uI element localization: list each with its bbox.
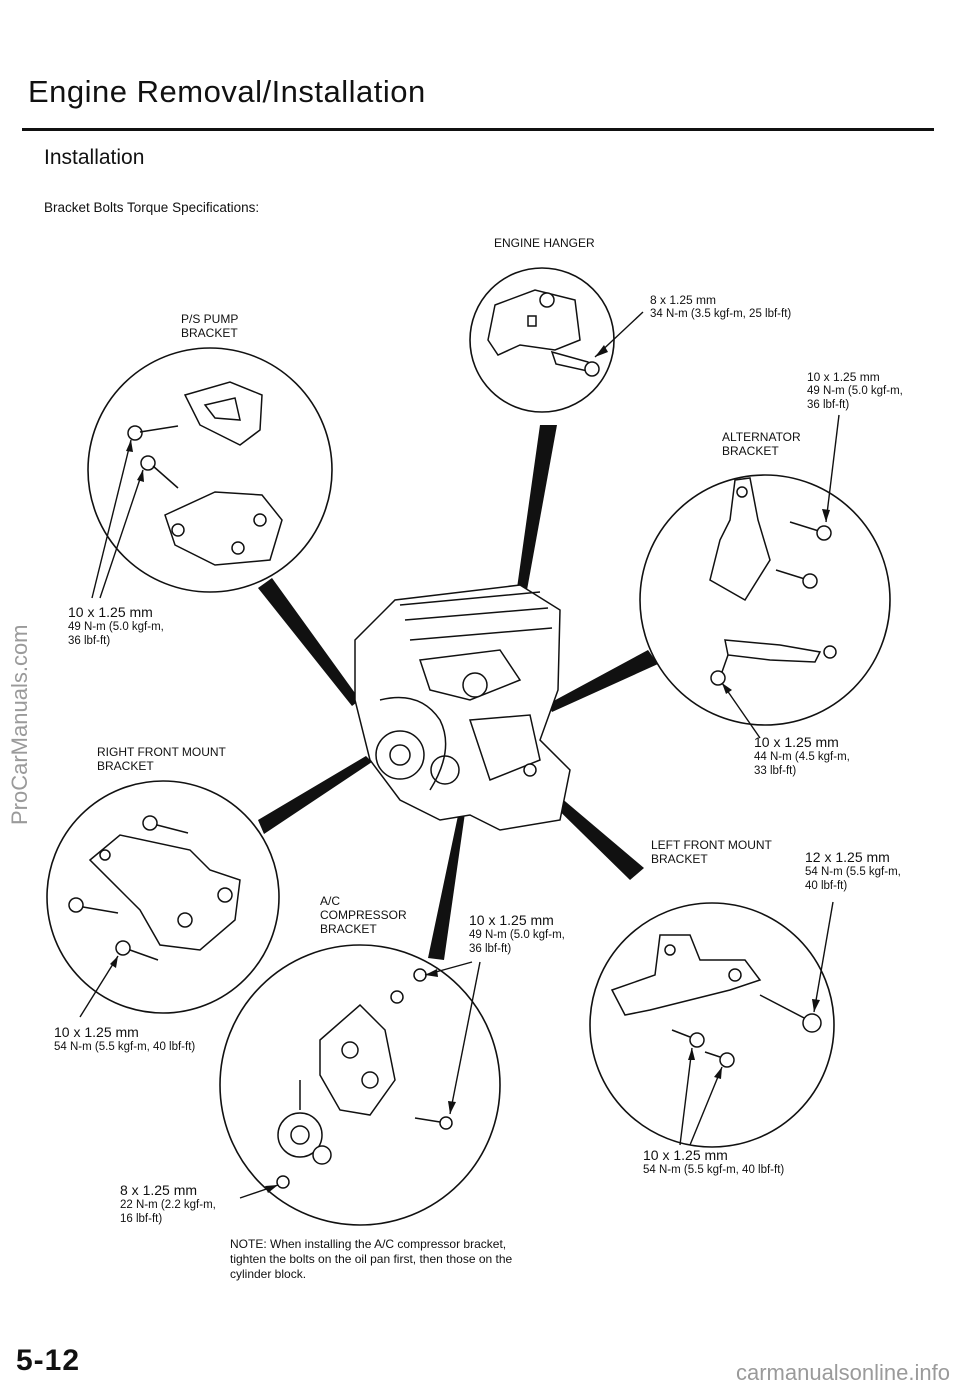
alternator-bracket-part — [709, 477, 837, 686]
intro-text: Bracket Bolts Torque Specifications: — [44, 200, 260, 215]
leader-lines — [79, 311, 840, 1199]
pointer-hanger — [517, 425, 557, 590]
spec-ac-lower-torque: 22 N-m (2.2 kgf-m, 16 lbf-ft) — [120, 1199, 216, 1225]
spec-alternator-lower: 10 x 1.25 mm 44 N-m (4.5 kgf-m, 33 lbf-f… — [754, 734, 850, 778]
spec-left-mount-small: 10 x 1.25 mm 54 N-m (5.5 kgf-m, 40 lbf-f… — [643, 1147, 784, 1177]
spec-ac-lower-size: 8 x 1.25 mm — [120, 1182, 198, 1198]
spec-ps-pump: 10 x 1.25 mm 49 N-m (5.0 kgf-m, 36 lbf-f… — [68, 604, 164, 648]
spec-left-mount-small-torque: 54 N-m (5.5 kgf-m, 40 lbf-ft) — [643, 1164, 785, 1176]
engine-assembly — [354, 584, 571, 831]
label-ac-compressor-bracket: A/C COMPRESSOR BRACKET — [320, 894, 407, 936]
ps-pump-bracket-part — [127, 381, 283, 566]
ac-compressor-bracket-part — [276, 968, 453, 1189]
spec-alternator-upper-size: 10 x 1.25 mm — [807, 370, 880, 384]
spec-left-mount-large: 12 x 1.25 mm 54 N-m (5.5 kgf-m, 40 lbf-f… — [805, 849, 901, 893]
spec-left-mount-large-torque: 54 N-m (5.5 kgf-m, 40 lbf-ft) — [805, 866, 901, 892]
spec-left-mount-large-size: 12 x 1.25 mm — [805, 849, 890, 865]
watermark-bottom: carmanualsonline.info — [735, 1360, 950, 1385]
spec-alternator-lower-size: 10 x 1.25 mm — [754, 734, 839, 750]
label-ps-pump-bracket: P/S PUMP BRACKET — [181, 312, 239, 340]
page-number: 5-12 — [16, 1344, 81, 1377]
label-engine-hanger: ENGINE HANGER — [494, 236, 595, 250]
spec-hanger-torque: 34 N-m (3.5 kgf-m, 25 lbf-ft) — [650, 308, 792, 320]
spec-ac-upper-size: 10 x 1.25 mm — [469, 912, 554, 928]
detail-circle-left-mount — [589, 902, 835, 1148]
detail-circle-alternator — [639, 474, 891, 726]
page-title: Engine Removal/Installation — [28, 74, 426, 109]
spec-ps-pump-torque: 49 N-m (5.0 kgf-m, 36 lbf-ft) — [68, 621, 164, 647]
spec-right-mount: 10 x 1.25 mm 54 N-m (5.5 kgf-m, 40 lbf-f… — [54, 1024, 195, 1054]
arrowheads — [110, 345, 830, 1193]
spec-alternator-lower-torque: 44 N-m (4.5 kgf-m, 33 lbf-ft) — [754, 751, 850, 777]
pointer-ps-pump — [258, 578, 360, 706]
label-alternator-bracket: ALTERNATOR BRACKET — [722, 430, 801, 458]
spec-ac-lower: 8 x 1.25 mm 22 N-m (2.2 kgf-m, 16 lbf-ft… — [120, 1182, 216, 1226]
watermark-left: ProCarManuals.com — [7, 624, 32, 825]
pointer-alternator — [548, 650, 658, 712]
pointer-right-mount — [258, 756, 372, 834]
spec-hanger: 8 x 1.25 mm 34 N-m (3.5 kgf-m, 25 lbf-ft… — [650, 293, 791, 321]
detail-circle-ps-pump — [87, 347, 333, 593]
spec-alternator-upper-torque: 49 N-m (5.0 kgf-m, 36 lbf-ft) — [807, 385, 903, 411]
spec-hanger-size: 8 x 1.25 mm — [650, 293, 717, 307]
pointer-ac — [428, 806, 466, 960]
spec-ac-upper: 10 x 1.25 mm 49 N-m (5.0 kgf-m, 36 lbf-f… — [469, 912, 565, 956]
spec-alternator-upper: 10 x 1.25 mm 49 N-m (5.0 kgf-m, 36 lbf-f… — [807, 370, 903, 412]
spec-right-mount-torque: 54 N-m (5.5 kgf-m, 40 lbf-ft) — [54, 1041, 196, 1053]
label-right-front-mount-bracket: RIGHT FRONT MOUNT BRACKET — [97, 745, 226, 773]
label-left-front-mount-bracket: LEFT FRONT MOUNT BRACKET — [651, 838, 772, 866]
installation-note: NOTE: When installing the A/C compressor… — [230, 1237, 513, 1281]
spec-left-mount-small-size: 10 x 1.25 mm — [643, 1147, 728, 1163]
right-front-mount-bracket-part — [68, 815, 241, 961]
left-front-mount-bracket-part — [610, 934, 822, 1068]
engine-hanger-part — [487, 289, 600, 377]
title-rule — [22, 128, 934, 131]
spec-ps-pump-size: 10 x 1.25 mm — [68, 604, 153, 620]
spec-right-mount-size: 10 x 1.25 mm — [54, 1024, 139, 1040]
section-subtitle: Installation — [44, 146, 145, 169]
detail-circle-ac-compressor — [219, 944, 501, 1226]
detail-circle-right-mount — [46, 780, 280, 1014]
spec-ac-upper-torque: 49 N-m (5.0 kgf-m, 36 lbf-ft) — [469, 929, 565, 955]
